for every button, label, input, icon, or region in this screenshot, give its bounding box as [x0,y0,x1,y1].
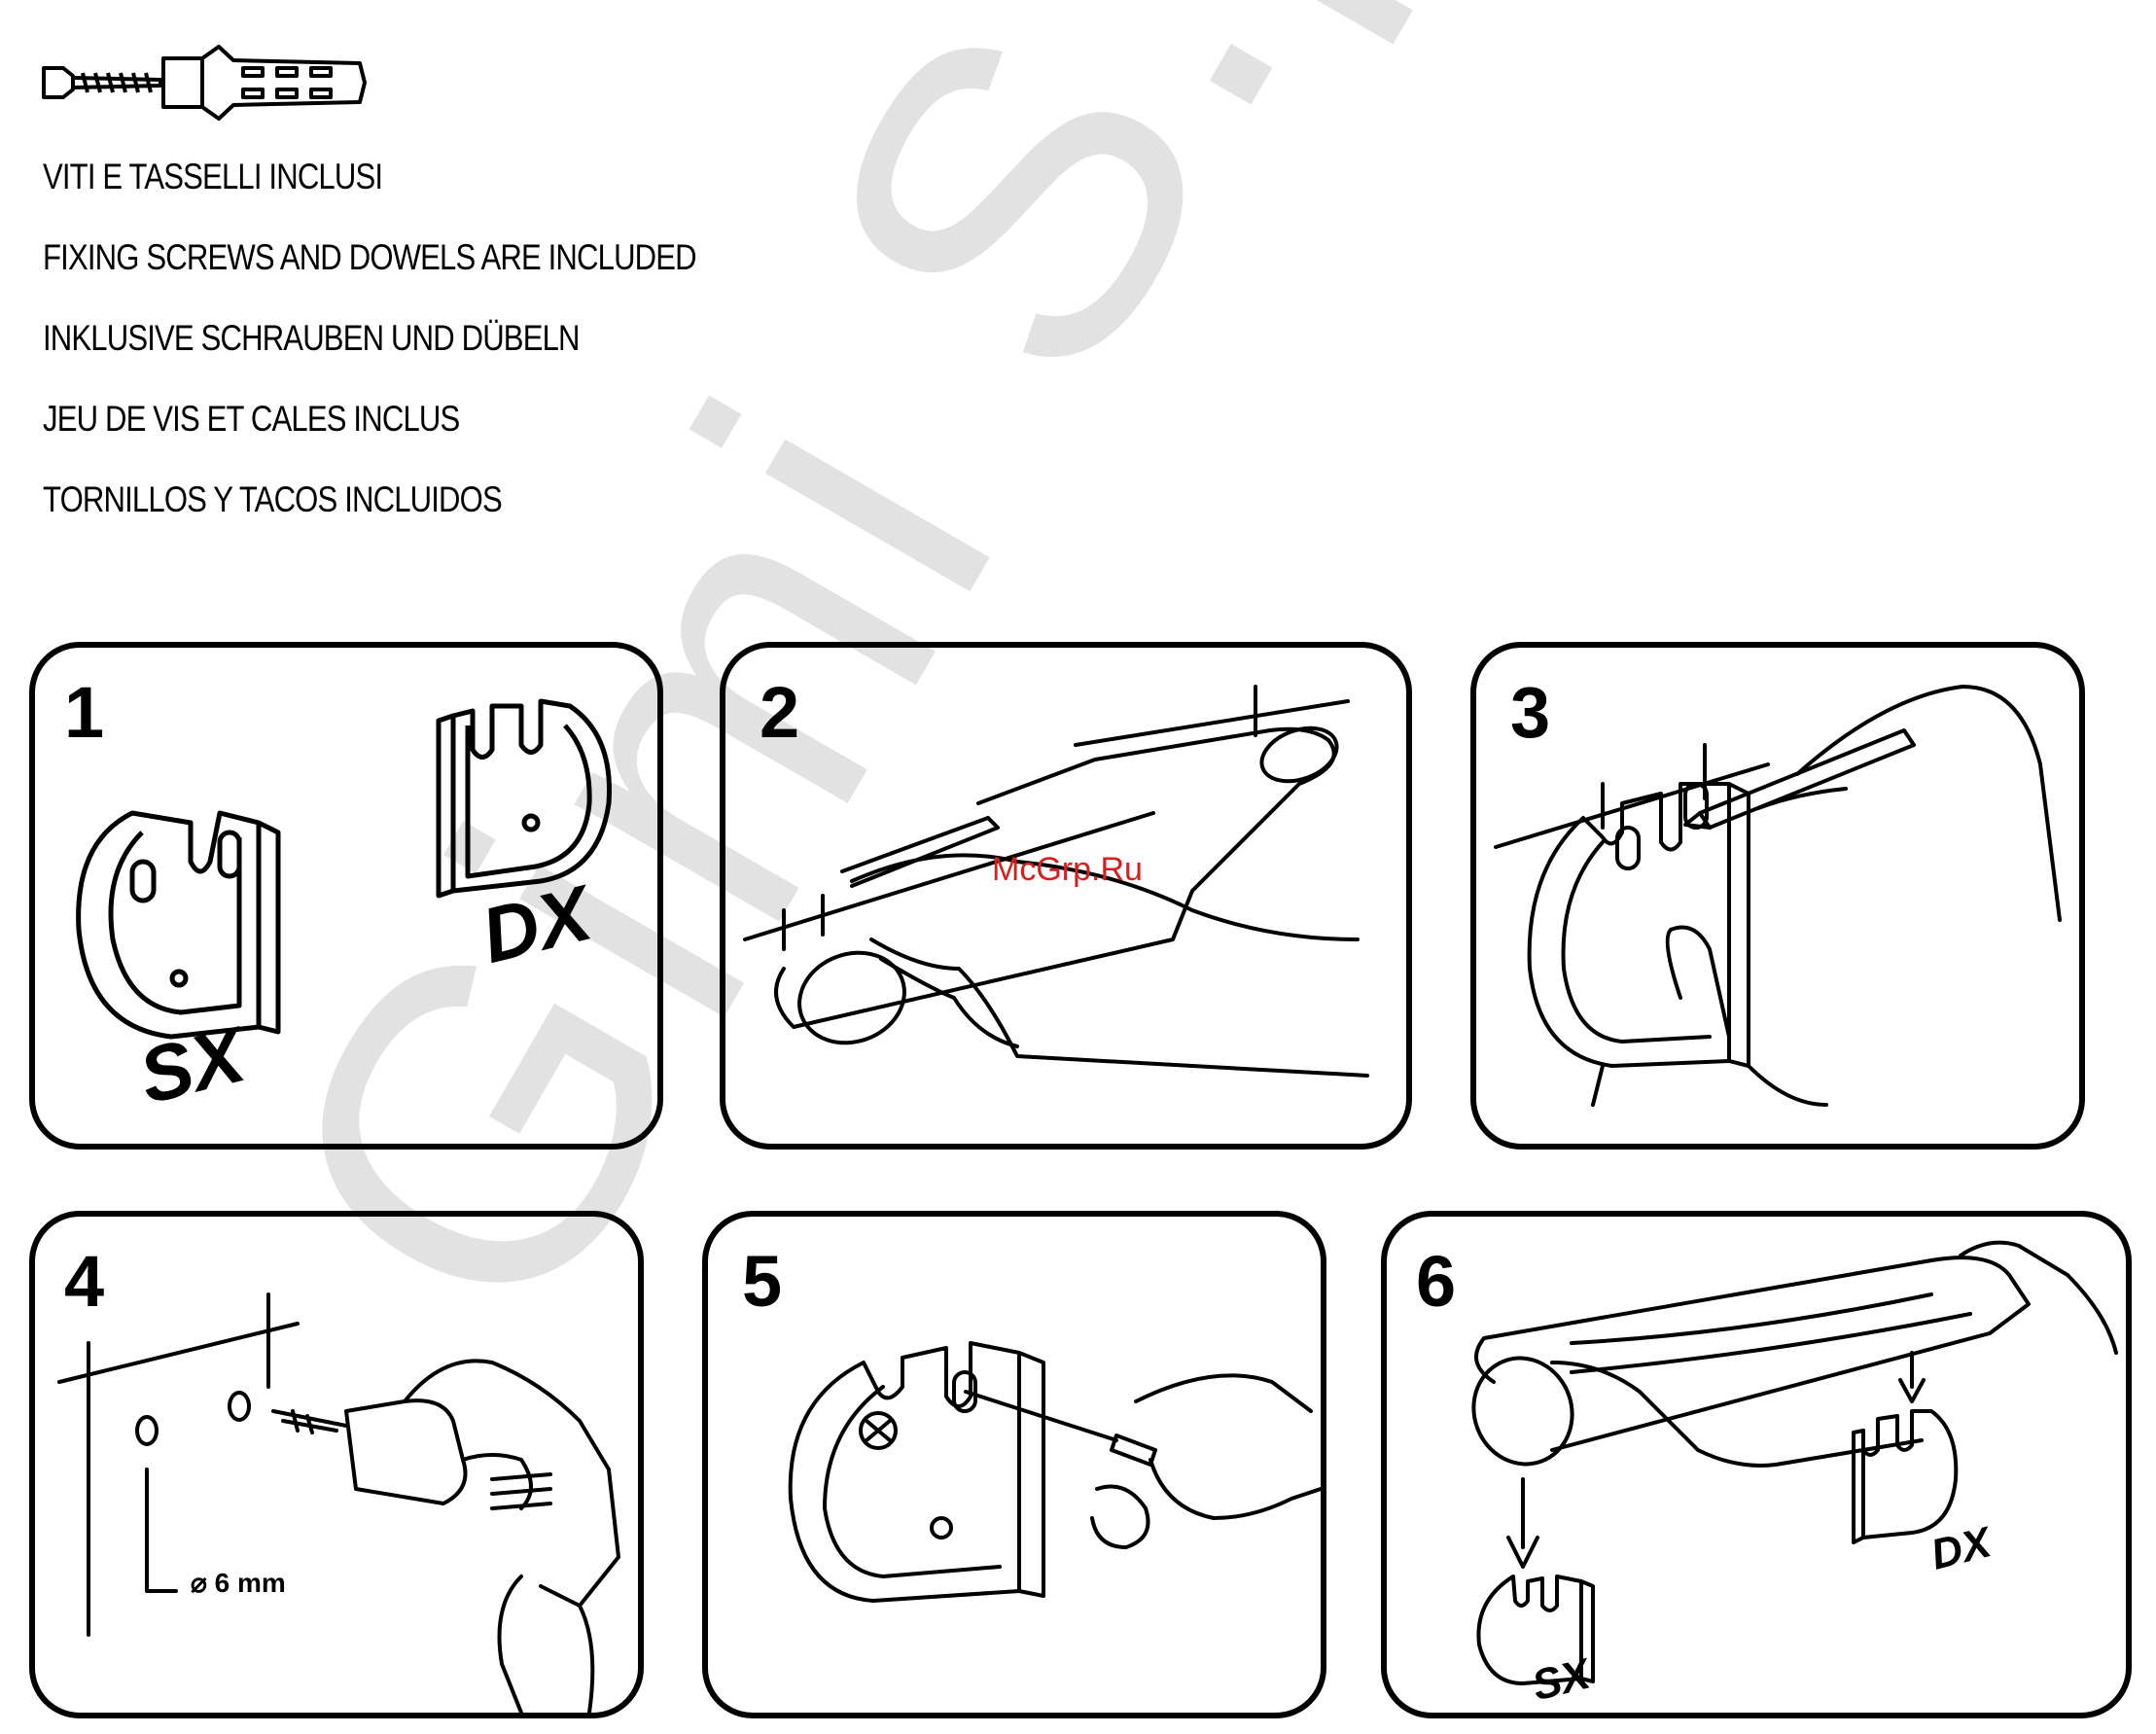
step-number: 6 [1416,1246,1456,1318]
line-french: JEU DE VIS ET CALES INCLUS [43,398,696,478]
included-items-text: VITI E TASSELLI INCLUSI FIXING SCREWS AN… [43,156,821,559]
step-panel-3: 3 [1470,642,2085,1150]
screw-and-dowel-icon [39,39,370,126]
step-number: 5 [742,1246,782,1318]
step-number: 3 [1510,677,1550,749]
drill-icon [35,1217,638,1713]
step-panel-4: 4 ⌀ 6 mm [29,1211,644,1718]
step-panel-2: 2 [720,642,1412,1150]
line-italian: VITI E TASSELLI INCLUSI [43,156,696,236]
line-english: FIXING SCREWS AND DOWELS ARE INCLUDED [43,236,696,317]
pencil-icon [1476,648,2079,1144]
hand-icon [725,648,1406,1144]
screwdriver-icon [708,1217,1321,1713]
step-number: 4 [64,1246,104,1318]
step-panel-1: 1 SX DX [29,642,663,1150]
down-arrow-icon [1387,1217,2126,1713]
line-german: INKLUSIVE SCHRAUBEN UND DÜBELN [43,317,696,398]
line-spanish: TORNILLOS Y TACOS INCLUIDOS [43,478,696,559]
step-number: 2 [760,677,799,749]
step-panel-6: 6 SX DX [1381,1211,2132,1718]
step-panel-5: 5 [702,1211,1326,1718]
step-number: 1 [64,677,104,749]
brand-stamp: McGrp.Ru [992,851,1143,889]
drill-diameter-label: ⌀ 6 mm [191,1567,286,1599]
